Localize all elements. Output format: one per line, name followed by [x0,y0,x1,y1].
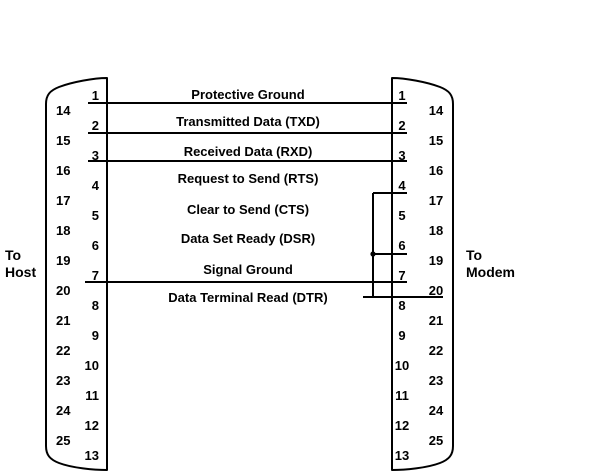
left-pin-7: 7 [91,268,99,283]
left-pin-19: 19 [56,253,71,268]
right-pin-18: 18 [428,223,444,238]
right-pin-10: 10 [394,358,410,373]
left-pin-9: 9 [91,328,99,343]
left-pin-13: 13 [84,448,99,463]
right-pin-9: 9 [398,328,406,343]
left-pin-24: 24 [56,403,71,418]
left-pin-21: 21 [56,313,71,328]
right-connector-outline [391,77,454,471]
signal-label-rxd: Received Data (RXD) [183,144,313,159]
left-pin-11: 11 [85,388,99,403]
right-pin-7: 7 [398,268,406,283]
left-pin-10: 10 [84,358,99,373]
signal-label-protective-ground: Protective Ground [191,87,305,102]
right-pin-22: 22 [428,343,444,358]
right-pin-13: 13 [394,448,410,463]
right-pin-23: 23 [428,373,444,388]
right-pin-6: 6 [398,238,406,253]
left-pin-22: 22 [56,343,71,358]
left-pin-16: 16 [56,163,71,178]
right-pin-5: 5 [398,208,406,223]
right-pin-15: 15 [428,133,444,148]
left-pin-4: 4 [91,178,99,193]
right-pin-21: 21 [428,313,444,328]
left-pin-3: 3 [91,148,99,163]
right-pin-4: 4 [398,178,406,193]
left-pin-15: 15 [56,133,71,148]
left-pin-5: 5 [91,208,99,223]
signal-label-txd: Transmitted Data (TXD) [176,114,320,129]
signal-label-rts: Request to Send (RTS) [177,171,319,186]
right-pin-12: 12 [394,418,410,433]
right-pin-11: 11 [395,388,409,403]
right-pin-2: 2 [398,118,406,133]
right-pin-3: 3 [398,148,406,163]
signal-label-signal-ground: Signal Ground [203,262,293,277]
signal-label-dtr: Data Terminal Read (DTR) [168,290,328,305]
right-pin-8: 8 [398,298,406,313]
right-pin-19: 19 [428,253,444,268]
right-pin-14: 14 [428,103,444,118]
left-pin-12: 12 [84,418,99,433]
right-pin-16: 16 [428,163,444,178]
right-pin-17: 17 [428,193,444,208]
right-pin-24: 24 [428,403,444,418]
right-pin-1: 1 [398,88,406,103]
junction-dot [370,251,376,257]
left-pin-23: 23 [56,373,71,388]
right-pin-20: 20 [428,283,444,298]
left-pin-25: 25 [56,433,71,448]
left-pin-2: 2 [91,118,99,133]
to-host-label: To Host [5,247,37,280]
left-pin-6: 6 [91,238,99,253]
left-pin-14: 14 [56,103,71,118]
left-pin-8: 8 [91,298,99,313]
right-pin-25: 25 [428,433,444,448]
left-pin-20: 20 [56,283,71,298]
signal-label-cts: Clear to Send (CTS) [186,202,310,217]
left-pin-1: 1 [91,88,99,103]
left-pin-18: 18 [56,223,71,238]
signal-label-dsr: Data Set Ready (DSR) [180,231,316,246]
to-modem-label: To Modem [466,247,515,280]
left-pin-17: 17 [56,193,71,208]
left-connector-outline [45,77,108,471]
